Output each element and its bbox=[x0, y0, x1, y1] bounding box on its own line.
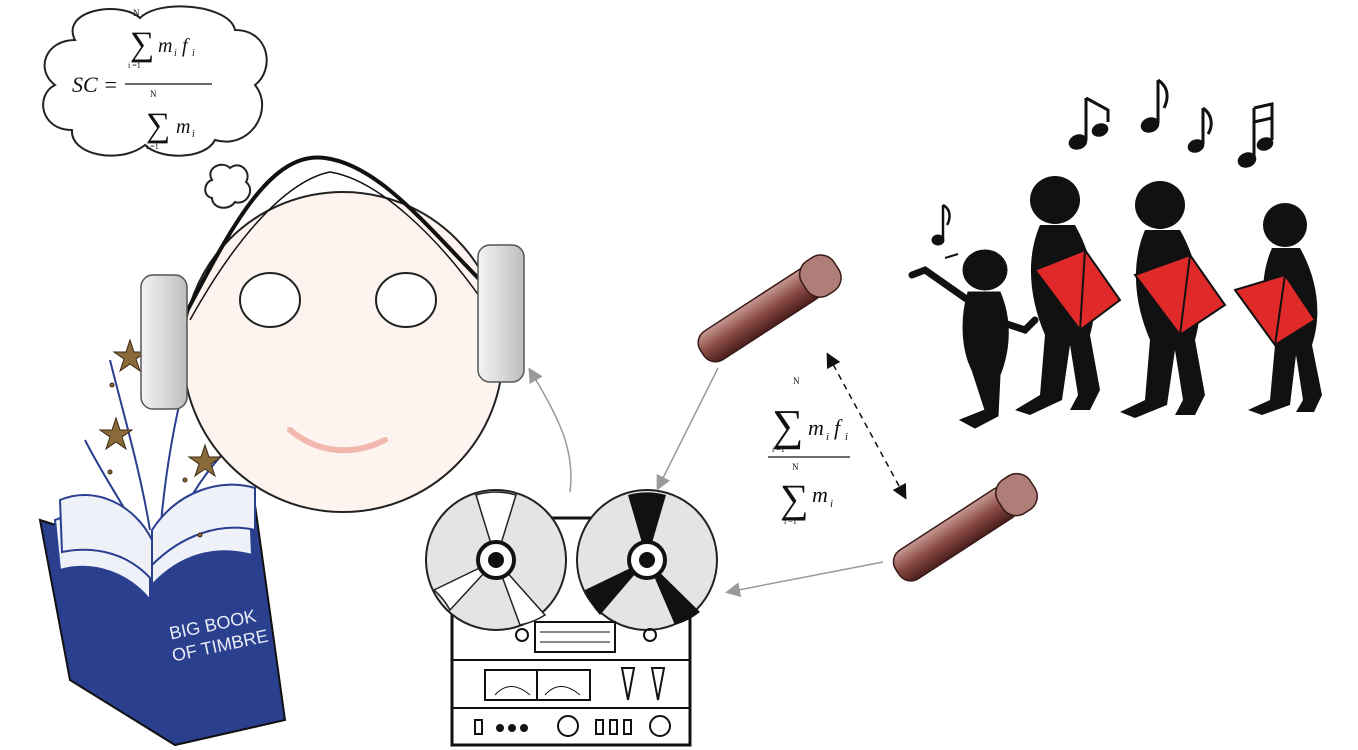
mid-num-fsub: i bbox=[845, 431, 848, 443]
arrow-mic-to-recorder bbox=[658, 368, 718, 488]
mid-num-m: m bbox=[808, 415, 824, 440]
thought-bubble-small bbox=[205, 165, 250, 208]
formula-num-fsub: i bbox=[192, 48, 195, 59]
singer bbox=[1015, 176, 1120, 415]
mid-den-m: m bbox=[812, 482, 828, 507]
left-headphone bbox=[141, 275, 187, 409]
middle-formula: N ∑ i =1 m i f i N ∑ i =1 m i bbox=[768, 376, 850, 526]
face bbox=[183, 192, 503, 512]
formula-den-msub: i bbox=[192, 129, 195, 140]
mid-num-msub: i bbox=[826, 431, 829, 443]
microphone-bottom bbox=[887, 467, 1044, 588]
music-notes bbox=[932, 80, 1275, 258]
tape-recorder bbox=[426, 490, 717, 745]
formula-bottom-lower: i =1 bbox=[146, 142, 159, 151]
singers bbox=[912, 176, 1322, 428]
formula-top-lower: i =1 bbox=[128, 61, 141, 70]
arrow-mic2-to-recorder bbox=[728, 562, 883, 592]
singer bbox=[1120, 181, 1225, 418]
formula-top-upper: N bbox=[133, 8, 140, 18]
mid-bottom-lower: i =1 bbox=[784, 517, 797, 526]
star-icon bbox=[100, 418, 132, 449]
tape-head bbox=[535, 622, 615, 652]
singer bbox=[1235, 203, 1322, 415]
mid-num-f: f bbox=[834, 415, 843, 440]
right-eye bbox=[376, 273, 436, 327]
mid-top-upper: N bbox=[793, 376, 800, 386]
mid-top-sigma: ∑ bbox=[772, 401, 803, 450]
left-reel bbox=[426, 490, 566, 630]
formula-bottom-upper: N bbox=[150, 89, 157, 99]
sparkle-dot bbox=[110, 383, 114, 387]
formula-den-m: m bbox=[176, 116, 190, 138]
mid-bottom-upper: N bbox=[792, 462, 799, 472]
eighth-note-icon bbox=[1186, 108, 1211, 154]
sparkle-dot bbox=[108, 470, 112, 474]
mid-top-lower: i =1 bbox=[772, 445, 785, 454]
right-headphone bbox=[478, 245, 524, 382]
right-reel bbox=[577, 490, 717, 630]
sixteenth-note-icon bbox=[1236, 104, 1274, 170]
formula-num-m: m bbox=[158, 35, 172, 57]
formula-lhs: SC = bbox=[72, 72, 118, 97]
formula-top-sigma: ∑ bbox=[130, 26, 154, 63]
sparkle-dot bbox=[198, 533, 202, 537]
mid-den-msub: i bbox=[830, 498, 833, 510]
singer-small bbox=[912, 250, 1035, 428]
arrow-recorder-to-listener bbox=[530, 370, 571, 492]
eighth-note-icon bbox=[932, 205, 958, 258]
eighth-note-icon bbox=[1139, 80, 1167, 135]
formula-bottom-sigma: ∑ bbox=[146, 107, 170, 144]
microphone-top bbox=[691, 249, 847, 370]
formula-num-msub: i bbox=[174, 48, 177, 59]
eighth-note-icon bbox=[1067, 98, 1109, 152]
mid-bottom-sigma: ∑ bbox=[780, 476, 809, 521]
left-eye bbox=[240, 273, 300, 327]
sparkle-dot bbox=[183, 478, 187, 482]
